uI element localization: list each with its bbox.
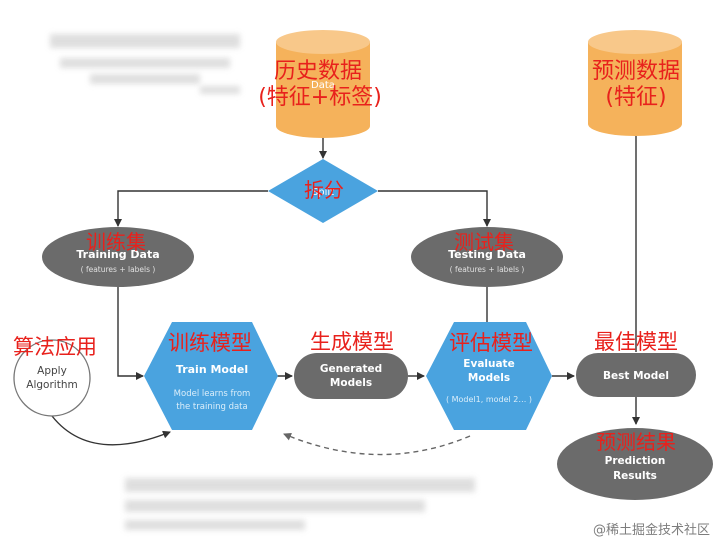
evaluate-models-hexagon: Evaluate Models ( Model1, model 2… ) xyxy=(426,322,552,430)
generated-models-line1: Generated xyxy=(320,363,382,375)
train-model-hexagon: Train Model Model learns from the traini… xyxy=(144,322,278,430)
blurred-text-top-left xyxy=(60,58,230,68)
prediction-results-node: Prediction Results xyxy=(557,428,713,500)
best-model-label: Best Model xyxy=(603,370,669,382)
annotations: 历史数据 (特征+标签) 预测数据 (特征) 拆分 训练集 测试集 算法应用 训… xyxy=(13,59,680,454)
prediction-results-line2: Results xyxy=(613,470,657,482)
history-data-label: Data xyxy=(311,80,335,91)
annotation-predict-line1: 预测数据 xyxy=(592,59,680,84)
blurred-text-bottom xyxy=(125,478,475,492)
blurred-text-bottom xyxy=(125,520,305,530)
annotation-prediction-results: 预测结果 xyxy=(596,430,676,454)
evaluate-models-line2: Models xyxy=(468,372,510,384)
history-data-cylinder: Data xyxy=(276,30,370,138)
dashed-feedback-arrow xyxy=(283,432,471,456)
testing-data-title: Testing Data xyxy=(448,248,526,261)
apply-algorithm-node: Apply Algorithm xyxy=(13,339,91,417)
testing-data-node: Testing Data ( features + labels ) xyxy=(411,227,563,287)
blurred-text-top-left xyxy=(50,34,240,48)
annotation-evaluate-models: 评估模型 xyxy=(449,331,533,355)
connectors xyxy=(51,136,640,446)
annotation-history-line1: 历史数据 xyxy=(274,59,362,84)
split-diamond: Split xyxy=(268,159,378,223)
training-data-subtitle: ( features + labels ) xyxy=(81,265,156,274)
predict-data-cylinder xyxy=(588,30,682,136)
training-data-title: Training Data xyxy=(76,248,159,261)
annotation-apply-algorithm: 算法应用 xyxy=(13,335,97,359)
blurred-text-bottom xyxy=(125,500,425,512)
train-model-desc-line2: the training data xyxy=(176,402,247,412)
annotation-generated-models: 生成模型 xyxy=(310,330,394,354)
annotation-train-model: 训练模型 xyxy=(168,331,252,355)
blurred-text-top-left xyxy=(200,86,240,94)
best-model-node: Best Model xyxy=(576,353,696,397)
evaluate-models-line1: Evaluate xyxy=(463,358,514,370)
annotation-best-model: 最佳模型 xyxy=(594,330,678,354)
apply-algorithm-line1: Apply xyxy=(37,365,67,377)
prediction-results-line1: Prediction xyxy=(605,455,666,467)
annotation-split: 拆分 xyxy=(304,178,344,202)
watermark: @稀土掘金技术社区 xyxy=(592,523,710,538)
annotation-testing: 测试集 xyxy=(454,230,514,254)
testing-data-subtitle: ( features + labels ) xyxy=(450,265,525,274)
annotation-training: 训练集 xyxy=(86,230,146,254)
blurred-text-top-left xyxy=(90,74,200,84)
evaluate-models-desc: ( Model1, model 2… ) xyxy=(446,395,532,404)
generated-models-node: Generated Models xyxy=(294,353,408,399)
training-data-node: Training Data ( features + labels ) xyxy=(42,227,194,287)
train-model-desc-line1: Model learns from xyxy=(174,389,251,399)
apply-algorithm-line2: Algorithm xyxy=(26,379,77,391)
annotation-history-line2: (特征+标签) xyxy=(258,85,382,110)
train-model-title: Train Model xyxy=(176,363,248,376)
split-label: Split xyxy=(312,187,334,198)
annotation-predict-line2: (特征) xyxy=(605,85,666,110)
generated-models-line2: Models xyxy=(330,377,372,389)
